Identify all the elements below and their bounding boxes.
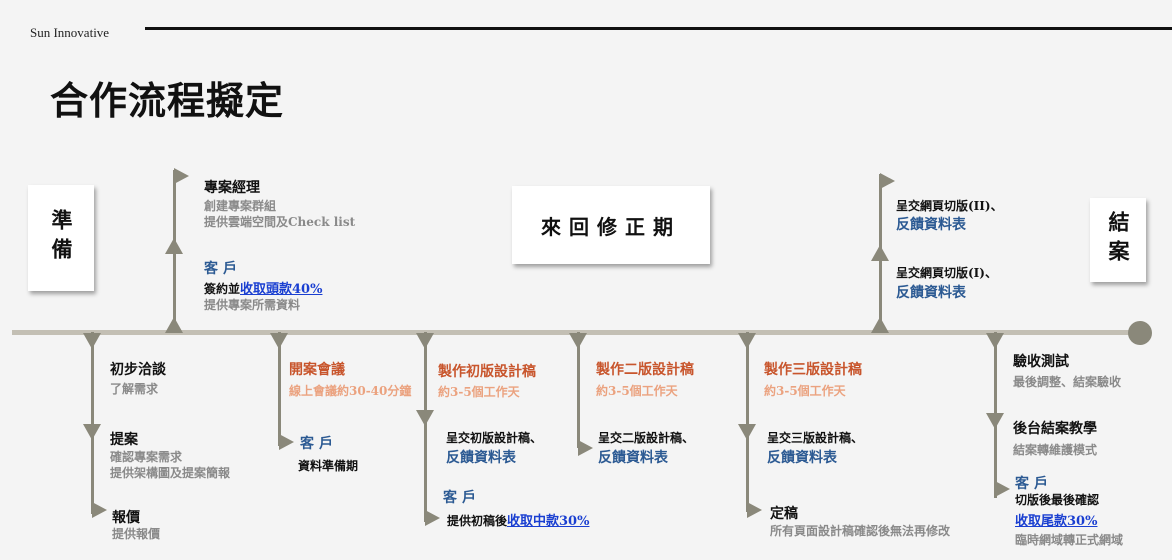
final-30-link[interactable]: 收取尾款30% bbox=[1015, 514, 1098, 529]
pm-line2: 提供雲端空間及Check list bbox=[204, 215, 356, 229]
client-label: 客戶 bbox=[443, 490, 481, 506]
acceptance-title: 驗收測試 bbox=[1013, 354, 1069, 370]
arrow-down-icon bbox=[738, 424, 756, 440]
pm-line1: 創建專案群組 bbox=[204, 199, 277, 213]
cut1-feedback-form: 反饋資料表 bbox=[896, 285, 966, 301]
page-title: 合作流程擬定 bbox=[50, 78, 285, 123]
connector-line bbox=[424, 332, 427, 522]
arrow-right-icon bbox=[578, 440, 593, 456]
step-proposal-line1: 確認專案需求 bbox=[110, 450, 183, 464]
client-deposit-line: 簽約並收取頭款40% bbox=[204, 281, 322, 298]
phase-card-close: 結案 bbox=[1090, 198, 1146, 282]
arrow-up-icon bbox=[871, 317, 889, 333]
brand-name: Sun Innovative bbox=[30, 25, 110, 40]
timeline-end-dot bbox=[1128, 321, 1152, 345]
client-label: 客戶 bbox=[204, 261, 242, 277]
arrow-up-icon bbox=[871, 245, 889, 261]
pm-title: 專案經理 bbox=[204, 180, 260, 196]
arrow-right-icon bbox=[279, 434, 294, 450]
arrow-down-icon bbox=[986, 333, 1004, 349]
arrow-up-icon bbox=[165, 238, 183, 254]
client-label: 客戶 bbox=[300, 436, 338, 452]
draft2-title: 製作二版設計稿 bbox=[596, 362, 694, 378]
draft2-submit-line1: 呈交二版設計稿、 bbox=[598, 431, 695, 445]
cut1-line1: 呈交網頁切版(I)、 bbox=[896, 266, 997, 280]
draft2-desc: 約3-5個工作天 bbox=[596, 384, 678, 398]
arrow-down-icon bbox=[416, 333, 434, 349]
draft3-title: 製作三版設計稿 bbox=[764, 362, 862, 378]
arrow-up-icon bbox=[165, 317, 183, 333]
phase-card-revision: 來回修正期 bbox=[512, 186, 710, 264]
step-quote-title: 報價 bbox=[112, 510, 140, 526]
draft3-submit-line1: 呈交三版設計稿、 bbox=[767, 431, 864, 445]
connector-line bbox=[278, 332, 281, 446]
step-quote-desc: 提供報價 bbox=[112, 527, 161, 541]
cut2-line1: 呈交網頁切版(II)、 bbox=[896, 199, 1003, 213]
arrow-down-icon bbox=[569, 333, 587, 349]
arrow-down-icon bbox=[738, 333, 756, 349]
flag-arrow-icon bbox=[880, 173, 895, 189]
phase-card-prepare: 準備 bbox=[28, 185, 94, 291]
arrow-down-icon bbox=[416, 410, 434, 426]
draft3-feedback-form: 反饋資料表 bbox=[767, 450, 837, 466]
arrow-down-icon bbox=[83, 424, 101, 440]
connector-line bbox=[91, 332, 94, 514]
step-proposal-title: 提案 bbox=[110, 432, 138, 448]
final-payment-wrap: 收取尾款30% bbox=[1015, 510, 1097, 529]
kickoff-desc: 線上會議約30-40分鐘 bbox=[289, 384, 412, 398]
draft3-desc: 約3-5個工作天 bbox=[764, 384, 846, 398]
arrow-right-icon bbox=[92, 502, 107, 518]
deposit-40-link[interactable]: 收取頭款40% bbox=[240, 282, 323, 297]
arrow-down-icon bbox=[986, 413, 1004, 429]
draft1-desc: 約3-5個工作天 bbox=[438, 385, 520, 399]
draft1-title: 製作初版設計稿 bbox=[438, 364, 536, 380]
final-draft-title: 定稿 bbox=[770, 506, 798, 522]
connector-line bbox=[577, 332, 580, 448]
draft1-submit-line1: 呈交初版設計稿、 bbox=[446, 431, 543, 445]
draft2-feedback-form: 反饋資料表 bbox=[598, 450, 668, 466]
kickoff-client-desc: 資料準備期 bbox=[298, 459, 359, 473]
arrow-down-icon bbox=[83, 333, 101, 349]
arrow-down-icon bbox=[270, 333, 288, 349]
draft1-payment-line: 提供初稿後收取中款30% bbox=[447, 513, 589, 530]
arrow-right-icon bbox=[425, 510, 440, 526]
client-deposit-prefix: 簽約並 bbox=[204, 282, 241, 296]
final-confirm-line: 切版後最後確認 bbox=[1015, 493, 1100, 507]
client-label: 客戶 bbox=[1015, 476, 1053, 492]
step-initial-desc: 了解需求 bbox=[110, 382, 159, 396]
flag-arrow-icon bbox=[174, 168, 189, 184]
draft1-feedback-form: 反饋資料表 bbox=[446, 450, 516, 466]
header-divider bbox=[145, 27, 1172, 30]
acceptance-desc: 最後調整、結案驗收 bbox=[1013, 375, 1122, 389]
step-proposal-line2: 提供架構圖及提案簡報 bbox=[110, 466, 231, 480]
kickoff-title: 開案會議 bbox=[289, 362, 345, 378]
arrow-right-icon bbox=[995, 481, 1010, 497]
client-provide-data: 提供專案所需資料 bbox=[204, 298, 301, 312]
cut2-feedback-form: 反饋資料表 bbox=[896, 217, 966, 233]
arrow-right-icon bbox=[747, 502, 762, 518]
final-draft-desc: 所有頁面設計稿確認後無法再修改 bbox=[770, 524, 951, 538]
training-title: 後台結案教學 bbox=[1013, 421, 1097, 437]
domain-switch-desc: 臨時網域轉正式網域 bbox=[1015, 533, 1124, 547]
draft1-pay-prefix: 提供初稿後 bbox=[447, 514, 508, 528]
connector-line bbox=[746, 332, 749, 512]
training-desc: 結案轉維護模式 bbox=[1013, 443, 1098, 457]
midterm-30-link[interactable]: 收取中款30% bbox=[507, 514, 590, 529]
step-initial-title: 初步洽談 bbox=[110, 362, 166, 378]
